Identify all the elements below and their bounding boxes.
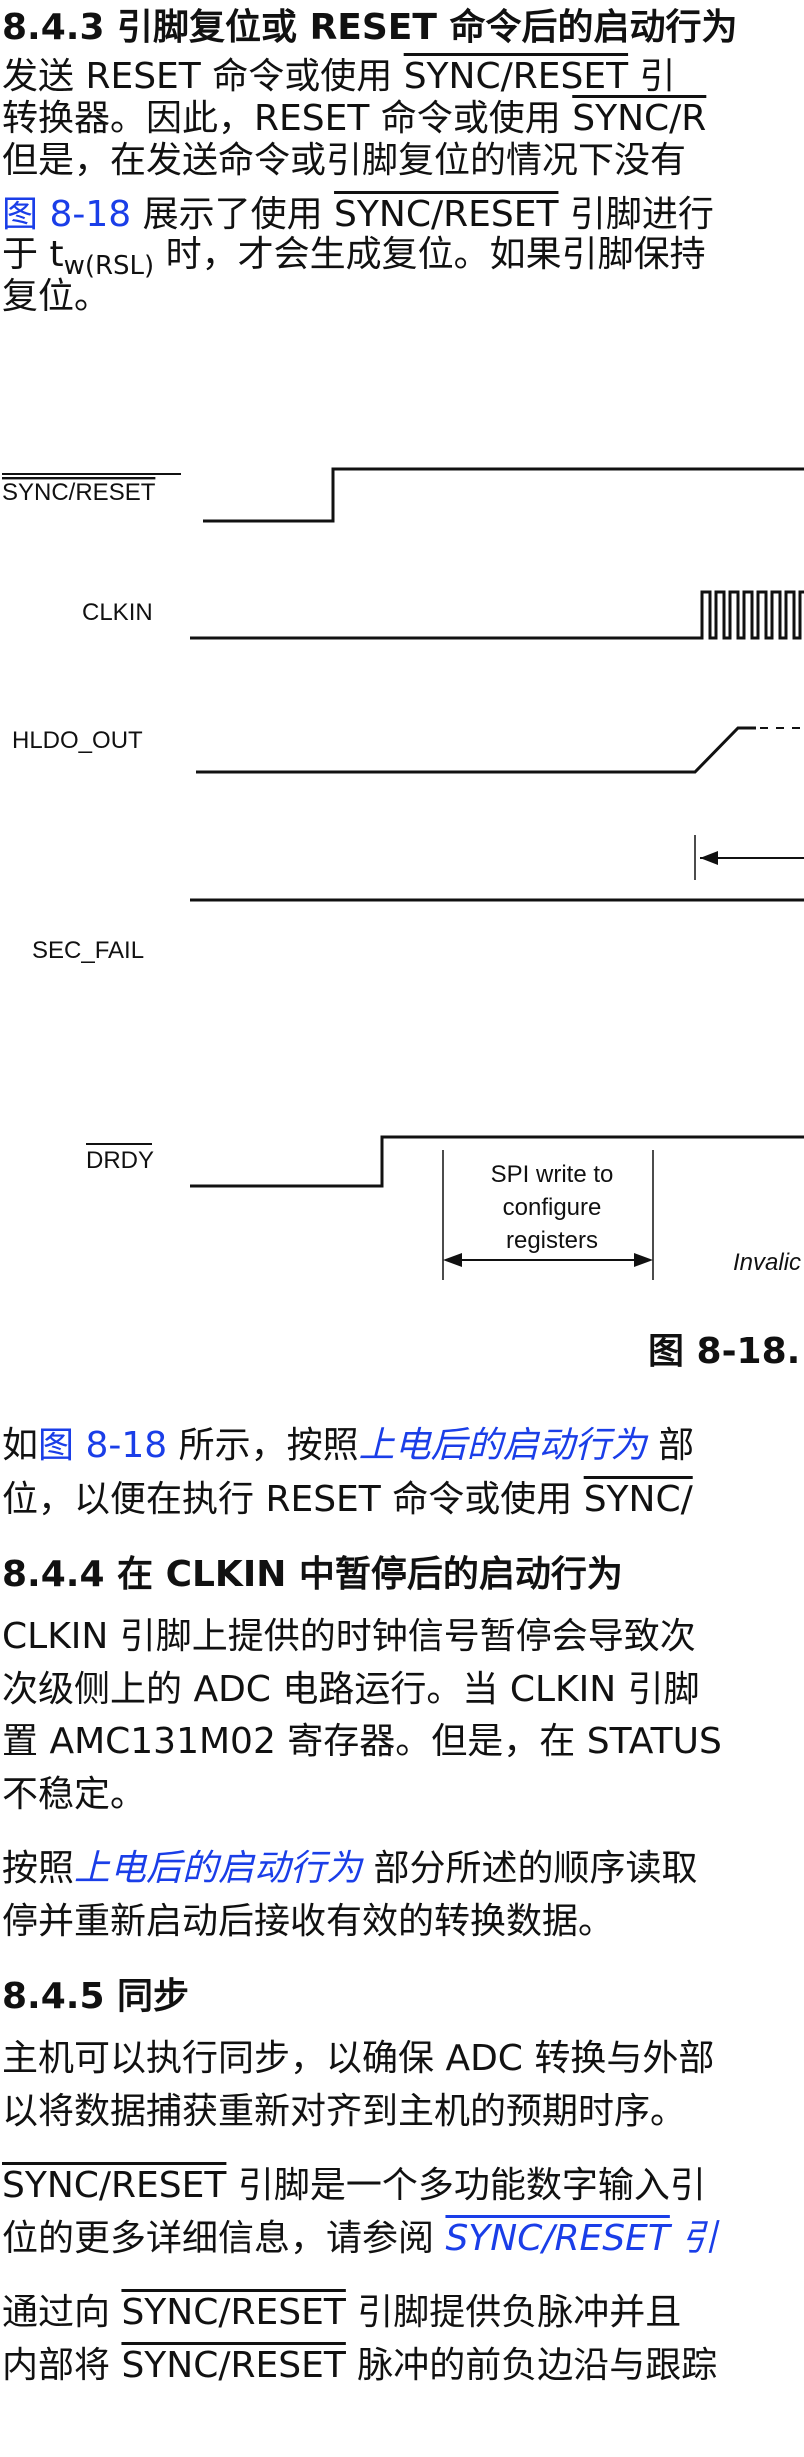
text: 通过向: [2, 2292, 122, 2333]
figure-link[interactable]: 图 8-18: [38, 1425, 168, 1466]
text: 如: [2, 1425, 39, 1466]
text-line: 按照上电后的启动行为 部分所述的顺序读取: [2, 1847, 697, 1891]
text-line: 以将数据捕获重新对齐到主机的预期时序。: [2, 2091, 687, 2132]
arrowhead-right-icon: [634, 1253, 653, 1267]
sync-reset-signal: SYNC/RESET: [334, 194, 559, 235]
text-line: CLKIN 引脚上提供的时钟信号暂停会导致次: [2, 1616, 696, 1657]
spi-note-line-1: SPI write to: [491, 1161, 614, 1188]
subscript: w(RSL): [63, 251, 155, 281]
text: 转换器。因此，RESET 命令或使用: [2, 98, 573, 139]
text-line: 不稳定。: [2, 1774, 147, 1815]
text-line: 通过向 SYNC/RESET 引脚提供负脉冲并且: [2, 2291, 681, 2335]
text: 于 t: [2, 234, 64, 275]
text-line: 发送 RESET 命令或使用 SYNC/RESET 引: [2, 55, 676, 99]
signal-label-sec-fail: SEC_FAIL: [32, 937, 144, 964]
signal-label-hldo-out: HLDO_OUT: [12, 727, 143, 754]
text: 位，以便在执行 RESET 命令或使用: [2, 1479, 584, 1520]
text: 位的更多详细信息，请参阅: [2, 2218, 446, 2259]
sync-reset-signal: SYNC/RESET: [403, 56, 629, 97]
arrowhead-left-icon: [700, 851, 718, 865]
text-line: 于 tw(RSL) 时，才会生成复位。如果引脚保持: [2, 233, 706, 288]
section-link[interactable]: 上电后的启动行为: [358, 1425, 647, 1466]
text: 引脚进行: [558, 194, 714, 235]
text-line: SYNC/RESET 引脚是一个多功能数字输入引: [2, 2164, 706, 2208]
text-line: 主机可以执行同步，以确保 ADC 转换与外部: [2, 2038, 715, 2079]
section-link[interactable]: 引: [669, 2218, 718, 2259]
signal-label-sync-reset: SYNC/RESET: [2, 479, 156, 506]
text: 发送 RESET 命令或使用: [2, 56, 404, 97]
spi-note-line-2: configure: [503, 1194, 602, 1221]
timing-diagram-lower: DRDY SPI write to configure registers In…: [86, 1135, 804, 1280]
sync-reset-signal: SYNC/RESET: [121, 2292, 346, 2333]
text-line: 复位。: [2, 276, 111, 317]
section-link[interactable]: SYNC/RESET: [445, 2218, 670, 2259]
waveform-hldo-out: [196, 726, 756, 774]
figure-caption: 图 8-18.: [648, 1331, 801, 1372]
invalid-data-label: Invalic: [733, 1249, 801, 1276]
text: 脉冲的前负边沿与跟踪: [345, 2345, 718, 2386]
sync-reset-signal: SYNC/RESET: [2, 2165, 227, 2206]
text: 时，才会生成复位。如果引脚保持: [154, 234, 706, 275]
text-line: 如图 8-18 所示，按照上电后的启动行为 部: [2, 1424, 694, 1468]
text-line: 转换器。因此，RESET 命令或使用 SYNC/R: [2, 97, 706, 141]
text: 所示，按照: [167, 1425, 359, 1466]
section-heading-8-4-3: 8.4.3 引脚复位或 RESET 命令后的启动行为: [2, 7, 738, 48]
text: 引脚提供负脉冲并且: [345, 2292, 682, 2333]
waveform-drdy: [190, 1135, 804, 1188]
signal-label-drdy: DRDY: [86, 1147, 154, 1174]
sync-reset-signal: SYNC/: [583, 1479, 693, 1520]
sync-reset-signal: SYNC/RESET: [121, 2345, 346, 2386]
section-heading-8-4-5: 8.4.5 同步: [2, 1976, 190, 2017]
text-line: 位的更多详细信息，请参阅 SYNC/RESET 引: [2, 2217, 717, 2261]
text-line: 置 AMC131M02 寄存器。但是，在 STATUS: [2, 1721, 722, 1762]
text-line: 图 8-18 展示了使用 SYNC/RESET 引脚进行: [2, 193, 714, 237]
section-heading-8-4-4: 8.4.4 在 CLKIN 中暂停后的启动行为: [2, 1554, 623, 1595]
spi-note-line-3: registers: [506, 1227, 598, 1254]
waveform-sync-reset: [203, 467, 804, 523]
section-link[interactable]: 上电后的启动行为: [74, 1848, 363, 1889]
figure-link[interactable]: 图 8-18: [2, 194, 132, 235]
signal-label-clkin: CLKIN: [82, 599, 153, 626]
waveform-clkin: [190, 590, 804, 640]
text-line: 次级侧上的 ADC 电路运行。当 CLKIN 引脚: [2, 1669, 700, 1710]
text: 内部将: [2, 2345, 122, 2386]
timing-diagram: SYNC/RESET CLKIN HLDO_OUT SEC_FAIL: [2, 467, 804, 964]
text: 引脚是一个多功能数字输入引: [226, 2165, 706, 2206]
text: 部: [646, 1425, 695, 1466]
text: 按照: [2, 1848, 75, 1889]
arrowhead-left-icon: [443, 1253, 462, 1267]
text-line: 内部将 SYNC/RESET 脉冲的前负边沿与跟踪: [2, 2344, 717, 2388]
text-line: 停并重新启动后接收有效的转换数据。: [2, 1901, 615, 1942]
text: 引: [628, 56, 676, 97]
text: 展示了使用: [131, 194, 335, 235]
sync-reset-signal: SYNC/R: [572, 98, 707, 139]
text: 部分所述的顺序读取: [362, 1848, 698, 1889]
text-line: 位，以便在执行 RESET 命令或使用 SYNC/: [2, 1478, 693, 1522]
text-line: 但是，在发送命令或引脚复位的情况下没有: [2, 140, 687, 181]
